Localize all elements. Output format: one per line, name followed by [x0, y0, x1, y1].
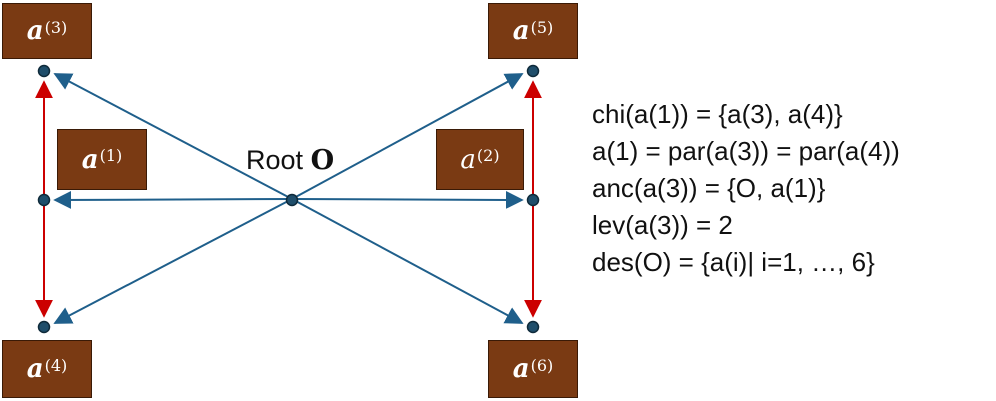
edge-root-a5 — [291, 73, 524, 200]
edge-root-a2 — [291, 190, 524, 209]
node-symbol: a — [460, 144, 476, 175]
node-box-a6: a(6) — [488, 340, 578, 398]
formula-list: chi(a(1)) = {a(3), a(4)} a(1) = par(a(3)… — [592, 96, 900, 281]
node-dot-a6 — [526, 320, 540, 334]
node-index: (5) — [530, 17, 554, 37]
node-index: (1) — [99, 146, 123, 165]
formula-descendants: des(O) = {a(i)| i=1, …, 6} — [592, 247, 875, 277]
edge-root-a4 — [53, 198, 293, 324]
node-symbol: a — [26, 354, 44, 384]
formula-level: lev(a(3)) = 2 — [592, 210, 733, 240]
node-dot-a3 — [37, 64, 51, 78]
node-box-a2: a(2) — [436, 129, 524, 190]
node-index: (6) — [530, 355, 554, 375]
node-box-a5: a(5) — [488, 3, 578, 59]
node-dot-a1 — [37, 193, 51, 207]
node-symbol: a — [512, 16, 530, 46]
node-box-a4: a(4) — [2, 340, 92, 398]
root-text: Root — [246, 145, 304, 175]
node-symbol: a — [26, 16, 44, 46]
edge-root-a1 — [53, 190, 293, 209]
formula-ancestors: anc(a(3)) = {O, a(1)} — [592, 173, 826, 203]
node-box-a1: a(1) — [57, 129, 147, 190]
root-label: Root O — [246, 145, 334, 176]
node-index: (2) — [476, 146, 500, 165]
node-dot-a4 — [37, 320, 51, 334]
edge-root-a3 — [53, 73, 293, 200]
node-index: (4) — [44, 355, 68, 375]
node-symbol: a — [81, 144, 99, 175]
edge-root-a6 — [291, 198, 524, 324]
node-box-a3: a(3) — [2, 3, 92, 59]
formula-parent: a(1) = par(a(3)) = par(a(4)) — [592, 136, 900, 166]
node-dot-root — [285, 193, 299, 207]
node-symbol: a — [512, 354, 530, 384]
root-symbol: O — [310, 145, 335, 176]
node-dot-a2 — [526, 193, 540, 207]
formula-children: chi(a(1)) = {a(3), a(4)} — [592, 99, 843, 129]
node-dot-a5 — [526, 64, 540, 78]
node-index: (3) — [44, 17, 68, 37]
